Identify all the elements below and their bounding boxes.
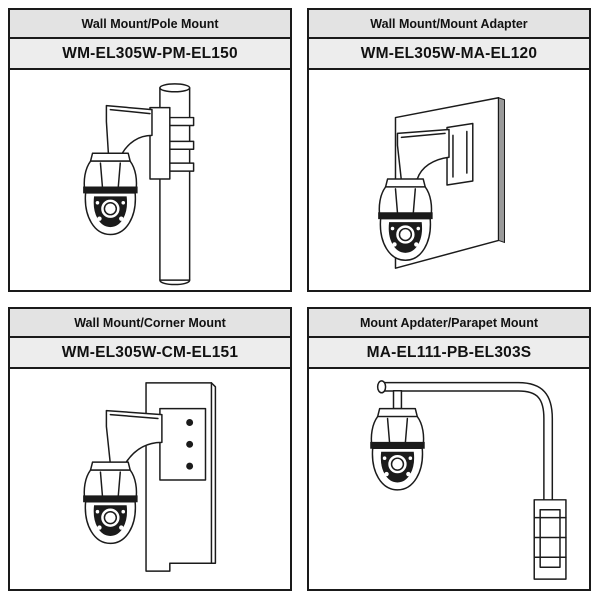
panel-pole-mount: Wall Mount/Pole Mount WM-EL305W-PM-EL150 xyxy=(8,8,292,292)
corner-mount-illustration xyxy=(10,369,290,589)
panel-corner-mount: Wall Mount/Corner Mount WM-EL305W-CM-EL1… xyxy=(8,307,292,591)
panel-parapet-mount: Mount Apdater/Parapet Mount MA-EL111-PB-… xyxy=(307,307,591,591)
parapet-mount-illustration xyxy=(309,369,589,589)
pole-mount-illustration xyxy=(10,70,290,290)
panel-title: Wall Mount/Pole Mount xyxy=(10,10,290,39)
panel-model-number: WM-EL305W-CM-EL151 xyxy=(10,338,290,369)
mount-adapter-illustration xyxy=(309,70,589,290)
panel-title: Wall Mount/Mount Adapter xyxy=(309,10,589,39)
panel-model-number: MA-EL111-PB-EL303S xyxy=(309,338,589,369)
panel-model-number: WM-EL305W-PM-EL150 xyxy=(10,39,290,70)
panel-title: Mount Apdater/Parapet Mount xyxy=(309,309,589,338)
panel-title: Wall Mount/Corner Mount xyxy=(10,309,290,338)
panel-mount-adapter: Wall Mount/Mount Adapter WM-EL305W-MA-EL… xyxy=(307,8,591,292)
panel-model-number: WM-EL305W-MA-EL120 xyxy=(309,39,589,70)
